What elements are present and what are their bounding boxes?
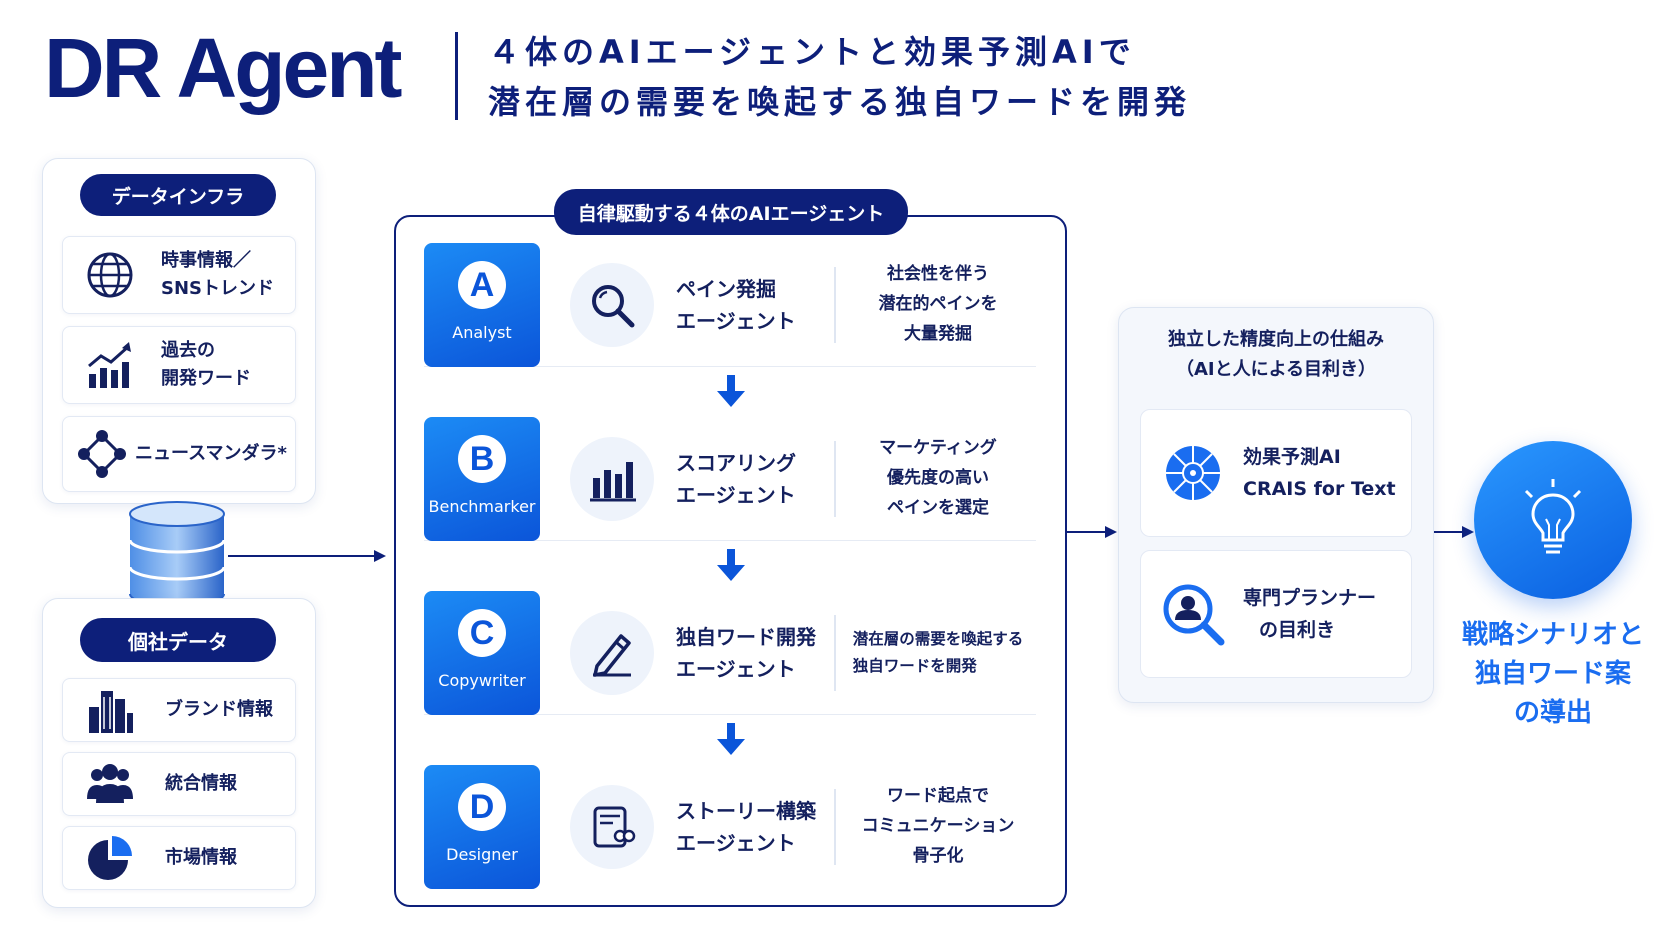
headline-line-2: 潜在層の需要を喚起する独自ワードを開発 [488, 83, 1192, 121]
agent-letter: D [458, 783, 506, 831]
flow-arrow [1434, 523, 1476, 541]
agent-name: ストーリー構築 [676, 799, 816, 823]
agent-name: エージェント [676, 309, 796, 333]
agent-badge-copywriter: C Copywriter [424, 591, 540, 715]
data-infra-label: ニュースマンダラ* [135, 443, 287, 465]
accuracy-card: 効果予測AI CRAIS for Text [1140, 409, 1412, 537]
agent-row-copywriter: C Copywriter 独自ワード開発エージェント 潜在層の需要を喚起する独自… [424, 591, 1036, 715]
agent-divider [834, 615, 836, 691]
agent-desc: マーケティング [879, 438, 997, 459]
agent-desc: 独自ワードを開発 [852, 657, 977, 675]
agent-desc: 社会性を伴う [887, 264, 989, 285]
agent-desc: 大量発掘 [904, 323, 972, 344]
agent-row-designer: D Designer ストーリー構築エージェント ワード起点でコミュニケーション… [424, 765, 1036, 889]
data-infra-item: 時事情報／ SNSトレンド [62, 236, 296, 314]
accuracy-card-label: CRAIS for Text [1243, 478, 1396, 500]
accuracy-card-label: 専門プランナー [1243, 586, 1377, 609]
agent-desc: コミュニケーション [861, 816, 1015, 837]
accuracy-subtitle: （AIと人による目利き） [1175, 358, 1377, 380]
lightbulb-icon [1516, 477, 1590, 563]
data-infra-item: ニュースマンダラ* [62, 416, 296, 492]
result-label: 独自ワード案 [1474, 659, 1631, 689]
result-label: の導出 [1513, 698, 1592, 728]
user-search-icon [1161, 582, 1225, 646]
agent-badge-analyst: A Analyst [424, 243, 540, 367]
agent-desc: 潜在的ペインを [878, 294, 998, 315]
agent-name: 独自ワード開発 [676, 625, 816, 649]
agent-row-analyst: A Analyst ペイン発掘エージェント 社会性を伴う潜在的ペインを大量発掘 [424, 243, 1036, 367]
bar-chart-icon [570, 437, 654, 521]
pie-chart-icon [85, 833, 135, 883]
data-infra-label: 過去の [161, 340, 215, 362]
agent-name: エージェント [676, 483, 796, 507]
agent-divider [834, 441, 836, 517]
data-infra-label: 時事情報／ [161, 250, 251, 272]
flow-arrow [228, 547, 388, 565]
agent-divider [834, 267, 836, 343]
database-icon [126, 500, 228, 608]
data-infra-label: SNSトレンド [161, 278, 274, 299]
agent-letter: A [458, 261, 506, 309]
agent-divider [834, 789, 836, 865]
flow-arrow [1067, 523, 1119, 541]
agent-desc: 優先度の高い [886, 468, 989, 489]
accuracy-card-label: の目利き [1259, 619, 1336, 641]
agent-letter: B [458, 435, 506, 483]
agent-desc: 骨子化 [912, 845, 964, 866]
title-separator [455, 32, 458, 120]
globe-icon [85, 250, 135, 300]
agent-role: Analyst [452, 323, 512, 342]
down-arrow [715, 723, 747, 757]
agent-name: エージェント [676, 657, 796, 681]
company-data-label: 統合情報 [165, 773, 237, 795]
company-data-item: 統合情報 [62, 752, 296, 816]
agent-letter: C [458, 609, 506, 657]
pencil-icon [570, 611, 654, 695]
result-circle [1474, 441, 1632, 599]
agent-badge-benchmarker: B Benchmarker [424, 417, 540, 541]
network-icon [77, 429, 127, 479]
data-infra-title: データインフラ [80, 174, 276, 216]
agent-badge-designer: D Designer [424, 765, 540, 889]
agent-role: Designer [446, 845, 518, 864]
users-icon [85, 759, 135, 809]
building-icon [85, 685, 135, 735]
company-data-title: 個社データ [80, 618, 276, 662]
agent-name: ペイン発掘 [676, 277, 776, 301]
agent-desc: ワード起点で [886, 786, 989, 807]
company-data-label: ブランド情報 [165, 699, 273, 721]
headline-line-1: ４体のAIエージェントと効果予測AIで [488, 33, 1136, 71]
data-infra-item: 過去の開発ワード [62, 326, 296, 404]
result-label: 戦略シナリオと [1461, 620, 1644, 650]
agent-row-benchmarker: B Benchmarker スコアリングエージェント マーケティング優先度の高い… [424, 417, 1036, 541]
agent-role: Copywriter [438, 671, 526, 690]
accuracy-title: 独立した精度向上の仕組み [1168, 329, 1384, 350]
accuracy-card-label: 効果予測AI [1243, 445, 1341, 468]
agent-desc: 潜在層の需要を喚起する [852, 629, 1024, 648]
data-infra-label: 開発ワード [161, 368, 251, 389]
agents-panel-title: 自律駆動する４体のAIエージェント [554, 189, 908, 235]
down-arrow [715, 549, 747, 583]
down-arrow [715, 375, 747, 409]
agent-name: スコアリング [676, 451, 796, 475]
company-data-item: 市場情報 [62, 826, 296, 890]
accuracy-card: 専門プランナーの目利き [1140, 550, 1412, 678]
search-icon [570, 263, 654, 347]
document-icon [570, 785, 654, 869]
brain-icon [1161, 441, 1225, 505]
company-data-item: ブランド情報 [62, 678, 296, 742]
agent-desc: ペインを選定 [886, 497, 989, 518]
agent-name: エージェント [676, 831, 796, 855]
company-data-label: 市場情報 [165, 847, 237, 869]
brand-title: DR Agent [44, 21, 403, 115]
agent-role: Benchmarker [428, 497, 536, 516]
growth-chart-icon [85, 340, 135, 390]
